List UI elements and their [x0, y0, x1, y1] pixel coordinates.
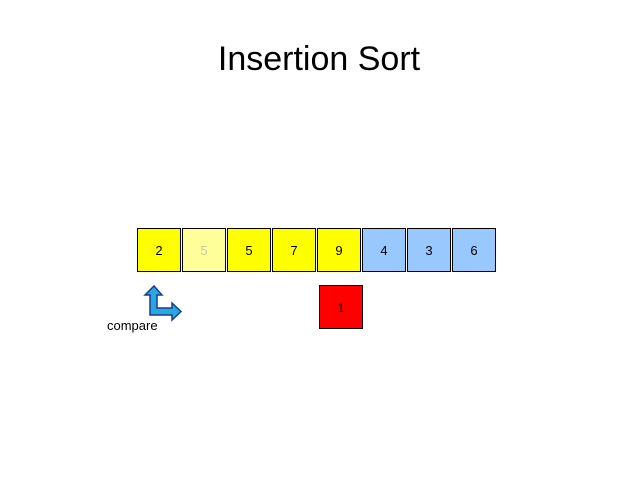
array-cell-7: 6	[452, 228, 496, 272]
array-cell-4: 9	[317, 228, 361, 272]
array-cell-1: 5	[182, 228, 226, 272]
compare-arrow-icon	[143, 284, 183, 322]
array-row: 2 5 5 7 9 4 3 6	[137, 228, 497, 272]
array-cell-0: 2	[137, 228, 181, 272]
array-cell-5: 4	[362, 228, 406, 272]
compare-label: compare	[107, 318, 158, 333]
array-cell-3: 7	[272, 228, 316, 272]
array-cell-2: 5	[227, 228, 271, 272]
key-cell: 1	[319, 285, 363, 329]
page-title: Insertion Sort	[217, 40, 421, 78]
array-cell-6: 3	[407, 228, 451, 272]
